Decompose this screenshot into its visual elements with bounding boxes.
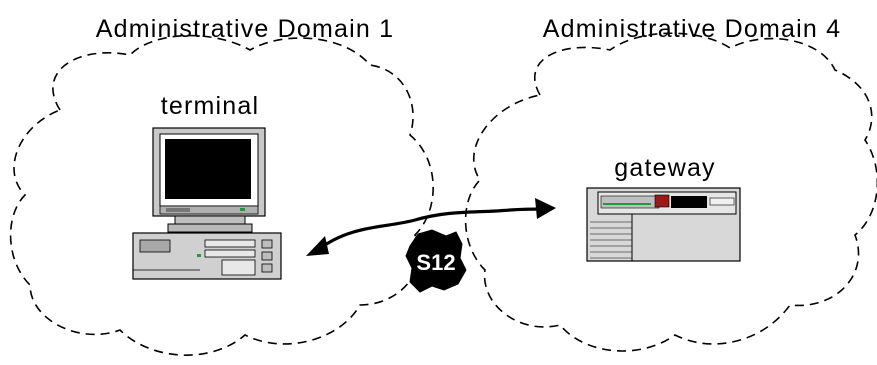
domain-4-cloud [464, 32, 877, 352]
arrowhead-left-icon [306, 236, 329, 256]
rack-server-icon [586, 187, 741, 262]
s12-label: S12 [416, 250, 455, 275]
domain-1-cloud [9, 34, 434, 356]
terminal-node: terminal [132, 92, 282, 280]
arrowhead-right-icon [535, 198, 556, 219]
domain-4-title: Administrative Domain 4 [543, 15, 842, 43]
s12-link-line [317, 207, 546, 252]
s12-link: S12 [306, 198, 556, 293]
desktop-computer-icon [132, 127, 282, 280]
domain-1: Administrative Domain 1 [9, 15, 434, 356]
domain-4: Administrative Domain 4 [464, 15, 877, 352]
gateway-label: gateway [614, 154, 716, 182]
s12-reference-badge [405, 229, 467, 293]
domain-1-title: Administrative Domain 1 [96, 15, 395, 43]
gateway-node: gateway [586, 154, 741, 262]
terminal-label: terminal [161, 92, 260, 120]
